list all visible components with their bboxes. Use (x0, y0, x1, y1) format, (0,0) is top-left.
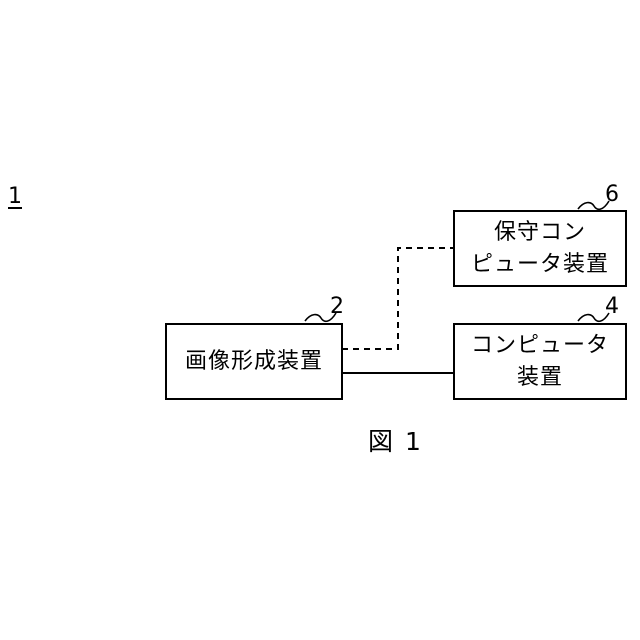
system-reference-number: 1 (8, 186, 22, 208)
computer-device-box: コンピュータ 装置 (453, 323, 627, 400)
ref-numeral-4: 4 (605, 296, 619, 318)
ref-numeral-6: 6 (605, 184, 619, 206)
image-forming-device-label: 画像形成装置 (185, 346, 323, 378)
figure-caption: 図 1 (368, 428, 423, 456)
computer-device-label-line2: 装置 (517, 362, 563, 394)
computer-device-label-line1: コンピュータ (471, 330, 609, 362)
ref-numeral-2: 2 (330, 296, 344, 318)
maintenance-computer-label-line1: 保守コン (494, 217, 586, 249)
connection-dashed (342, 248, 454, 349)
image-forming-device-box: 画像形成装置 (165, 323, 343, 400)
maintenance-computer-box: 保守コン ピュータ装置 (453, 210, 627, 287)
maintenance-computer-label-line2: ピュータ装置 (471, 249, 609, 281)
